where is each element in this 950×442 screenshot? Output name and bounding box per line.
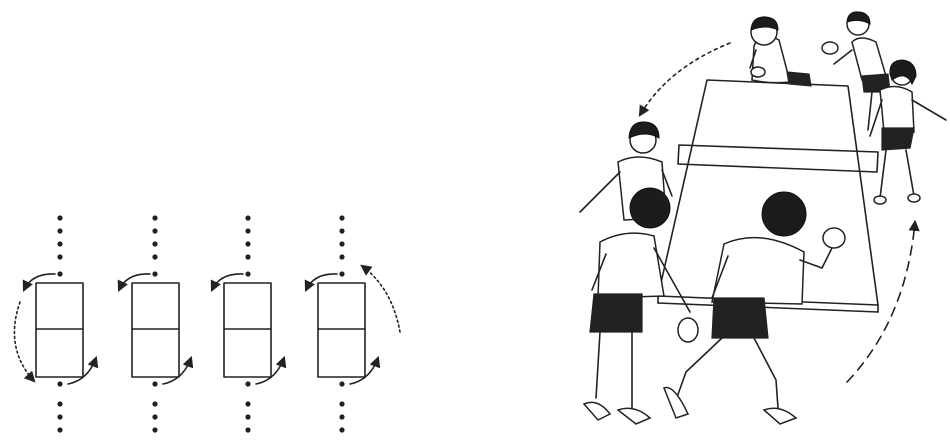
- rotation-arrow-icon: [362, 266, 400, 332]
- player-dots-top: [57, 215, 62, 276]
- player-dots-top: [152, 215, 157, 276]
- rotation-arrow-icon: [640, 43, 730, 115]
- table-net: [678, 145, 878, 172]
- rotation-arrow-icon: [212, 274, 243, 290]
- table-icon: [132, 283, 179, 377]
- table-unit-4: [306, 215, 400, 432]
- player-dots-top: [245, 215, 250, 276]
- rotation-arrow-icon: [256, 358, 284, 384]
- paddle-icon: [823, 228, 845, 248]
- paddle-icon: [751, 67, 765, 77]
- paddle-icon: [822, 42, 838, 54]
- player-dots-top: [339, 215, 344, 276]
- player-dots-bottom: [339, 381, 344, 432]
- player-dots-bottom: [152, 381, 157, 432]
- player-dots-bottom: [245, 381, 250, 432]
- player-dots-bottom: [57, 381, 62, 432]
- rotation-arrow-icon: [847, 222, 915, 382]
- player-icon: [664, 192, 845, 424]
- table-icon: [318, 283, 365, 377]
- rotation-arrow-icon: [119, 274, 150, 290]
- table-unit-2: [119, 215, 191, 432]
- player-icon: [822, 12, 890, 130]
- players-illustration: [580, 12, 946, 424]
- table-icon: [36, 283, 83, 377]
- table-icon: [224, 283, 271, 377]
- rotation-arrow-icon: [24, 274, 55, 290]
- table-diagram: [14, 215, 400, 432]
- player-icon: [750, 17, 811, 86]
- table-unit-1: [14, 215, 96, 432]
- table-unit-3: [212, 215, 284, 432]
- rotation-arrow-icon: [14, 302, 34, 381]
- rotation-arrow-icon: [306, 274, 337, 290]
- rotation-arrow-icon: [163, 358, 191, 384]
- rotation-arrow-icon: [350, 358, 378, 384]
- paddle-icon: [678, 318, 698, 342]
- rotation-arrow-icon: [68, 358, 96, 384]
